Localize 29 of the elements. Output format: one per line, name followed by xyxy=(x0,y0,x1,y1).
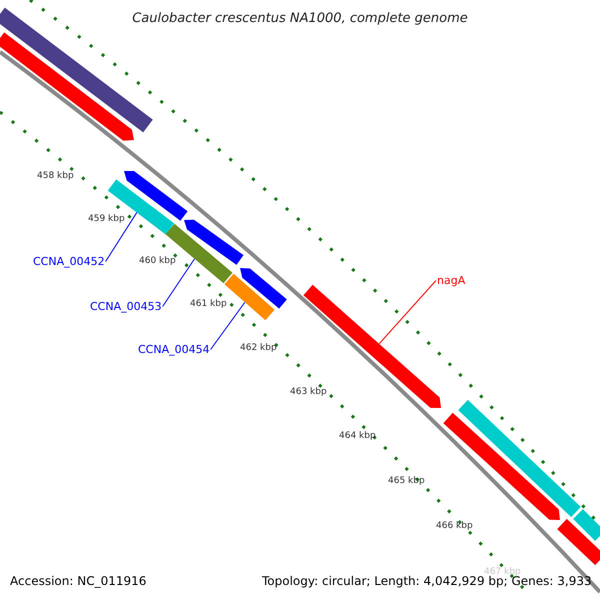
gene-feature xyxy=(557,518,600,566)
position-label: 460 kbp xyxy=(139,257,176,266)
leader-line xyxy=(162,258,195,307)
gene-feature xyxy=(108,179,174,235)
accession-text: Accession: NC_011916 xyxy=(10,575,146,587)
gene-label: nagA xyxy=(437,275,466,286)
position-label: 463 kbp xyxy=(290,388,327,397)
gene-label: CCNA_00453 xyxy=(90,301,162,312)
gene-feature xyxy=(458,400,581,518)
position-label: 465 kbp xyxy=(388,477,425,486)
position-label: 459 kbp xyxy=(88,215,125,224)
genome-info-text: Topology: circular; Length: 4,042,929 bp; Genes: 3,933 xyxy=(262,575,592,587)
gene-feature xyxy=(124,171,188,221)
leader-line xyxy=(210,302,246,350)
gene-feature xyxy=(240,268,287,309)
position-label: 461 kbp xyxy=(190,300,227,309)
title: Caulobacter crescentus NA1000, complete genome xyxy=(131,12,469,25)
gene-feature xyxy=(573,509,600,541)
gene-label: CCNA_00454 xyxy=(138,344,210,355)
leader-line xyxy=(105,212,138,262)
position-label: 464 kbp xyxy=(339,432,376,441)
position-label: 466 kbp xyxy=(436,522,473,531)
leader-line xyxy=(378,280,436,344)
gene-label: CCNA_00452 xyxy=(33,256,105,267)
position-label: 462 kbp xyxy=(240,344,277,353)
gene-feature xyxy=(443,412,560,520)
position-label: 458 kbp xyxy=(37,172,74,181)
gene-feature xyxy=(0,32,134,141)
gene-feature xyxy=(184,220,244,265)
